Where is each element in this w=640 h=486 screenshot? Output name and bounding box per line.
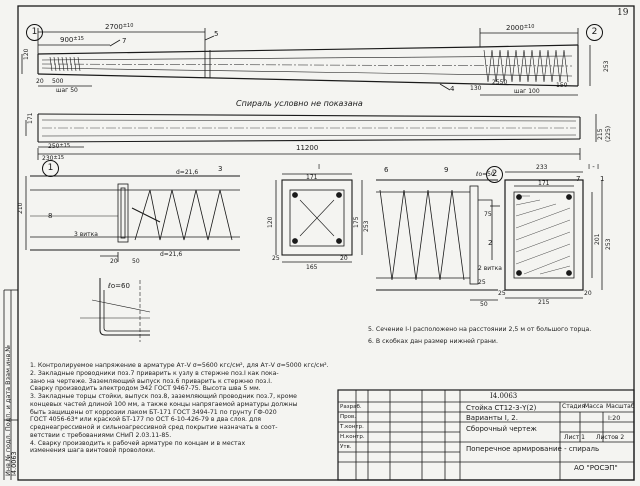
pos-4-label: 4 bbox=[450, 85, 455, 93]
section1-dim-171: 171 bbox=[306, 174, 318, 181]
detail1-d-bottom: d=21,6 bbox=[160, 251, 183, 258]
sectionII-dim-171: 171 bbox=[538, 180, 550, 187]
role-1: Разраб. bbox=[340, 404, 362, 410]
dim-2000: 2000±10 bbox=[506, 24, 535, 32]
role-5: Утв. bbox=[340, 444, 352, 450]
section-II-title: I - I bbox=[588, 163, 600, 171]
dim-900: 900±15 bbox=[60, 36, 84, 44]
detail2-pos-2: 2 bbox=[488, 239, 493, 247]
dim-171: 171 bbox=[27, 112, 34, 124]
callout-2: 2 bbox=[586, 24, 603, 41]
detail1-dim-210: 210 bbox=[17, 202, 24, 214]
sectionII-dim-25: 25 bbox=[498, 290, 506, 297]
dim-130: 130 bbox=[470, 85, 482, 92]
sectionII-pos-7: 7 bbox=[576, 175, 581, 183]
general-notes: 1. Контролируемое напряжение в арматуре … bbox=[30, 362, 329, 455]
detail1-turns: 3 витка bbox=[74, 231, 98, 238]
detail1-dim-20: 20 bbox=[110, 258, 118, 265]
section1-label: I bbox=[318, 163, 321, 171]
detail2-turns: 2 витка bbox=[478, 265, 502, 272]
sectionII-dim-20: 20 bbox=[584, 290, 592, 297]
pos-5-label: 5 bbox=[214, 30, 219, 38]
section1-dim-25: 25 bbox=[272, 255, 280, 262]
pos-7-label: 7 bbox=[122, 37, 127, 45]
dim-500: 500 bbox=[52, 78, 64, 85]
dim-215: 215 bbox=[597, 128, 604, 140]
detail2-pos-6: 6 bbox=[384, 166, 389, 174]
dim-230: 230±15 bbox=[42, 155, 65, 162]
section1-dim-20: 20 bbox=[340, 255, 348, 262]
title-name-2: Варианты I, 2. bbox=[466, 414, 518, 422]
role-2: Пров. bbox=[340, 414, 356, 420]
scale-value: I:20 bbox=[608, 414, 621, 422]
dim-225: (225) bbox=[605, 125, 612, 142]
callout-1: 1 bbox=[26, 24, 43, 41]
dim-20: 20 bbox=[36, 78, 44, 85]
role-3: Т.контр. bbox=[340, 424, 364, 430]
section1-dim-175: 175 bbox=[353, 216, 360, 228]
dim-2700: 2700±10 bbox=[105, 23, 134, 31]
sectionII-dim-215: 215 bbox=[538, 299, 550, 306]
dim-253-top: 253 bbox=[603, 60, 610, 72]
stage-header: Стадия bbox=[562, 403, 586, 410]
side-stamp: Инв.№ подл. Подп. и дата Взам.инв.№ I4.0… bbox=[2, 290, 18, 480]
sheet-number: 19 bbox=[617, 8, 629, 18]
sectionII-pos-1: 1 bbox=[600, 175, 605, 183]
detail1-lo-60: ℓо=60 bbox=[108, 282, 130, 290]
dim-250: 250±15 bbox=[48, 143, 71, 150]
section1-dim-165: 165 bbox=[306, 264, 318, 271]
right-note-5: 5. Сечение I-I расположено на расстоянии… bbox=[368, 326, 592, 333]
step-100: шаг 100 bbox=[514, 88, 540, 95]
dim-120-left: 120 bbox=[23, 48, 30, 60]
detail2-dim-75: 75 bbox=[484, 211, 492, 218]
right-note-6: 6. В скобках дан размер нижней грани. bbox=[368, 338, 498, 345]
mass-header: Масса bbox=[584, 403, 604, 410]
section1-dim-253: 253 bbox=[363, 220, 370, 232]
sectionII-dim-233: 233 bbox=[536, 164, 548, 171]
sectionII-dim-253: 253 bbox=[605, 238, 612, 250]
step-50: шаг 50 bbox=[56, 87, 78, 94]
detail1-dim-50: 50 bbox=[132, 258, 140, 265]
detail2-pos-9: 9 bbox=[444, 166, 449, 174]
sectionII-dim-201: 201 bbox=[594, 233, 601, 245]
detail2-dim-25: 25 bbox=[478, 279, 486, 286]
callout-detail-2: 2 bbox=[486, 166, 503, 183]
sheets-label: Листов 2 bbox=[596, 434, 625, 441]
detail2-lo-50: ℓо=50 bbox=[476, 171, 495, 178]
role-4: Н.контр. bbox=[340, 434, 365, 440]
organization: АО "РОСЭП" bbox=[574, 464, 618, 472]
detail1-d-top: d=21,6 bbox=[176, 169, 199, 176]
section1-dim-120: 120 bbox=[267, 216, 274, 228]
scale-header: Масштаб bbox=[606, 403, 635, 410]
dim-11200: 11200 bbox=[296, 144, 319, 152]
dim-2550: 2550 bbox=[492, 79, 508, 86]
dim-150: 150 bbox=[556, 82, 568, 89]
spiral-note: Спираль условно не показана bbox=[236, 99, 363, 108]
detail1-pos-8: 8 bbox=[48, 212, 53, 220]
title-name-1: Стойка СТ12-3-Y(2) bbox=[466, 404, 537, 412]
title-name-3: Сборочный чертеж bbox=[466, 425, 537, 433]
sheet-label: Лист 1 bbox=[564, 434, 585, 441]
callout-detail-1: 1 bbox=[42, 160, 59, 177]
side-stamp-code: I4.0063 bbox=[10, 451, 18, 476]
detail2-dim-50: 50 bbox=[480, 301, 488, 308]
detail1-pos-3: 3 bbox=[218, 165, 223, 173]
doc-code: I4.0063 bbox=[490, 392, 518, 400]
drawing-name: Поперечное армирование - спираль bbox=[466, 445, 600, 453]
